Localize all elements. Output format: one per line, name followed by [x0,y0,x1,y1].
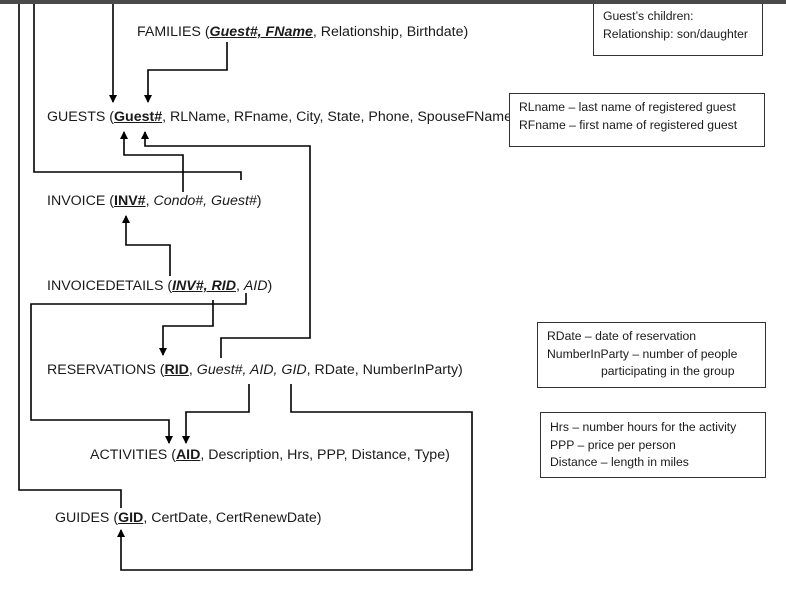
window-top-edge [0,0,786,4]
relation-name: ACTIVITIES [90,447,168,463]
note-guests: RLname – last name of registered guest R… [509,93,765,147]
line-families-to-guests [144,42,228,103]
line-reservations-to-guests [141,131,311,358]
relation-name: RESERVATIONS [47,362,156,378]
note-families: Guest’s children: Relationship: son/daug… [593,4,763,56]
foreign-keys: AID [243,278,268,294]
relation-guests: GUESTS (Guest#, RLName, RFname, City, St… [47,109,517,125]
relation-name: FAMILIES [137,24,201,40]
relation-invoice: INVOICE (INV#, Condo#, Guest#) [47,193,262,209]
line-invoicedetails-to-activities [30,293,247,444]
relation-name: INVOICE [47,193,106,209]
line-reservations-to-guides [117,384,473,571]
relation-invoicedetails: INVOICEDETAILS (INV#, RID, AID) [47,278,273,294]
line-top-outer-to-guides [18,4,122,508]
primary-key: GID [118,510,144,526]
relation-families: FAMILIES (Guest#, FName, Relationship, B… [137,24,469,40]
relation-activities: ACTIVITIES (AID, Description, Hrs, PPP, … [90,447,450,463]
relation-name: INVOICEDETAILS [47,278,164,294]
note-reservations: RDate – date of reservation NumberInPart… [537,322,766,388]
note-activities: Hrs – number hours for the activity PPP … [540,412,766,478]
line-invoice-to-guests [120,131,184,192]
line-invoicedetails-to-invoice [122,215,171,276]
line-top-left-to-invoice [33,4,242,180]
primary-key: RID [164,362,189,378]
relation-name: GUESTS [47,109,106,125]
primary-key: AID [175,447,201,463]
relation-reservations: RESERVATIONS (RID, Guest#, AID, GID, RDa… [47,362,463,378]
foreign-keys: Guest#, AID, GID [196,362,307,378]
relation-name: GUIDES [55,510,110,526]
primary-key: INV#, RID [172,278,236,294]
line-invoicedetails-to-reservations [159,300,214,356]
line-reservations-to-activities [182,384,250,444]
foreign-keys: Condo#, Guest# [153,193,257,209]
relation-guides: GUIDES (GID, CertDate, CertRenewDate) [55,510,322,526]
primary-key: Guest#, FName [209,24,313,40]
primary-key: INV# [114,193,146,209]
primary-key: Guest# [114,109,163,125]
